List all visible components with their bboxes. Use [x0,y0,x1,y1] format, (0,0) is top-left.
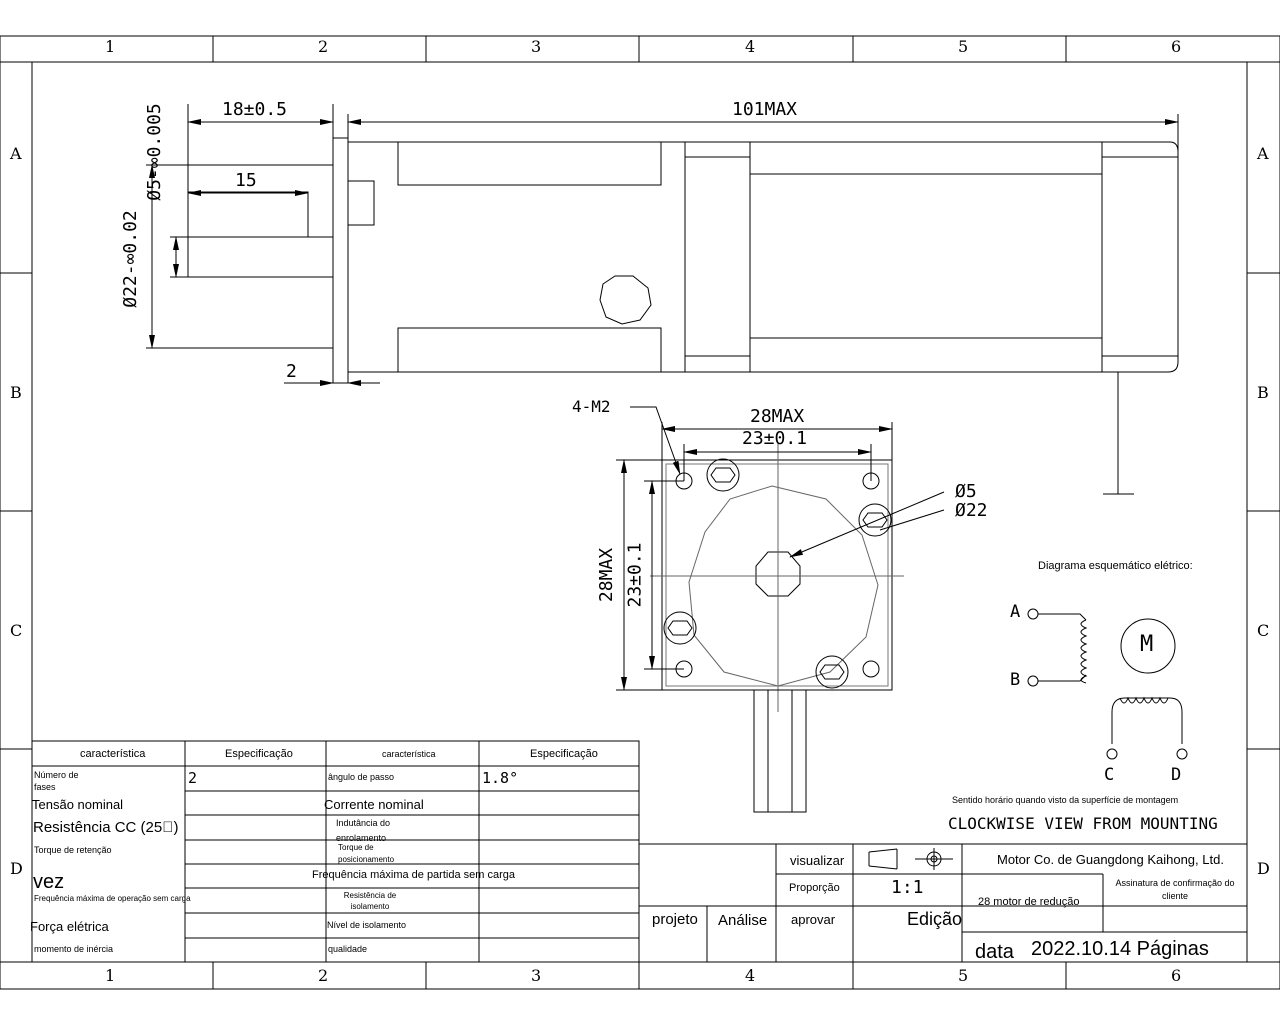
spec-row-7-label: Força elétrica [30,919,109,934]
grid-row-d: D [10,859,23,878]
wiring-schematic [1027,608,1188,760]
front-view [650,442,904,813]
spec-row-1-right-label: ângulo de passo [328,772,395,782]
grid-col-2: 2 [318,37,329,56]
spec-row-3-right-label: Indutância do enrolamento [336,818,391,843]
title-block-grid [639,843,1247,962]
dim-width-max: 28MAX [750,406,805,427]
grid-col-1: 1 [105,37,116,56]
terminal-a: A [1010,602,1021,622]
side-view [187,137,1179,495]
terminal-b: B [1010,670,1021,690]
dim-boss-diameter: Ø22-∞0.02 [119,210,141,308]
grid-row-c: C [10,621,23,640]
rotation-note: Sentido horário quando visto da superfíc… [952,795,1179,805]
spec-row-4-right-label: Torque de posicionamento [338,843,395,864]
front-view-dimensions [616,406,945,691]
spec-row-5-right-label: Frequência máxima de partida sem carga [312,869,515,881]
title-analise: Análise [718,912,768,929]
spec-row-1-right-value: 1.8° [482,769,519,787]
terminal-c: C [1104,765,1115,785]
spec-row-2-label: Tensão nominal [32,797,124,812]
spec-table-grid [31,740,640,963]
spec-row-6-label: Frequência máxima de operação sem carga [34,894,191,903]
title-date-value: 2022.10.14 Páginas [1031,938,1209,960]
spec-row-3-label: Resistência CC (25 ) [33,819,179,836]
spec-row-1-value: 2 [188,769,198,787]
spec-row-5-label: vez [33,871,65,893]
wiring-title: Diagrama esquemático elétrico: [1038,560,1193,572]
spec-row-1-label: Número de fases [34,770,79,792]
grid-row-a-right: A [1257,144,1269,163]
grid-col-3-bottom: 3 [531,966,542,985]
sheet-border [0,35,1280,990]
dim-boss-front: Ø22 [955,500,988,521]
grid-col-6-bottom: 6 [1171,966,1182,985]
title-projeto: projeto [652,911,698,928]
dim-shaft-diameter: Ø5-∞0.005 [143,103,165,201]
grid-col-6: 6 [1171,37,1182,56]
view-caption: CLOCKWISE VIEW FROM MOUNTING [948,814,1218,833]
grid-col-1-bottom: 1 [105,966,116,985]
grid-col-2-bottom: 2 [318,966,329,985]
dim-shaft-length: 18±0.5 [222,99,288,120]
terminal-d: D [1171,765,1182,785]
dim-height-max: 28MAX [596,547,618,603]
title-visualizar: visualizar [790,853,845,868]
spec-row-6-right-label: Resistência de isolamento [343,891,397,911]
spec-header-4: Especificação [530,748,598,760]
title-date-label: data [975,941,1014,963]
dim-hole-pitch-h: 23±0.1 [742,428,808,449]
dim-overall-length: 101MAX [732,99,798,120]
grid-row-b: B [10,383,22,402]
title-company: Motor Co. de Guangdong Kaihong, Ltd. [997,852,1224,867]
spec-row-8-right-label: qualidade [328,944,368,954]
dim-shaft-front: Ø5 [955,481,977,502]
grid-col-4: 4 [745,37,756,56]
dim-hole-pitch-v: 23±0.1 [624,542,646,608]
title-signature: Assinatura de confirmação do cliente [1115,878,1235,901]
spec-row-2-right-label: Corrente nominal [324,797,424,812]
title-product: 28 motor de redução [978,896,1080,908]
spec-row-4-label: Torque de retenção [34,845,112,855]
title-proporcao: Proporção [789,882,840,894]
spec-row-7-right-label: Nível de isolamento [327,920,407,930]
side-view-dimensions [146,104,1179,386]
grid-row-a: A [10,144,22,163]
title-edicao: Edição [907,909,963,929]
title-aprovar: aprovar [791,912,836,927]
grid-row-c-right: C [1257,621,1270,640]
grid-col-4-bottom: 4 [745,966,756,985]
spec-header-3: característica [382,749,436,759]
spec-row-8-label: momento de inércia [34,944,114,954]
spec-header-1: característica [80,748,146,760]
grid-row-b-right: B [1257,383,1269,402]
title-ratio: 1:1 [891,877,924,898]
grid-row-d-right: D [1257,859,1270,878]
grid-col-5-bottom: 5 [958,966,969,985]
grid-col-3: 3 [531,37,542,56]
motor-symbol: M [1140,632,1154,657]
dim-mount-holes: 4-M2 [572,397,611,416]
spec-header-2: Especificação [225,748,293,760]
dim-flat-length: 15 [235,170,257,191]
grid-col-5: 5 [958,37,969,56]
dim-boss-height: 2 [286,361,297,382]
